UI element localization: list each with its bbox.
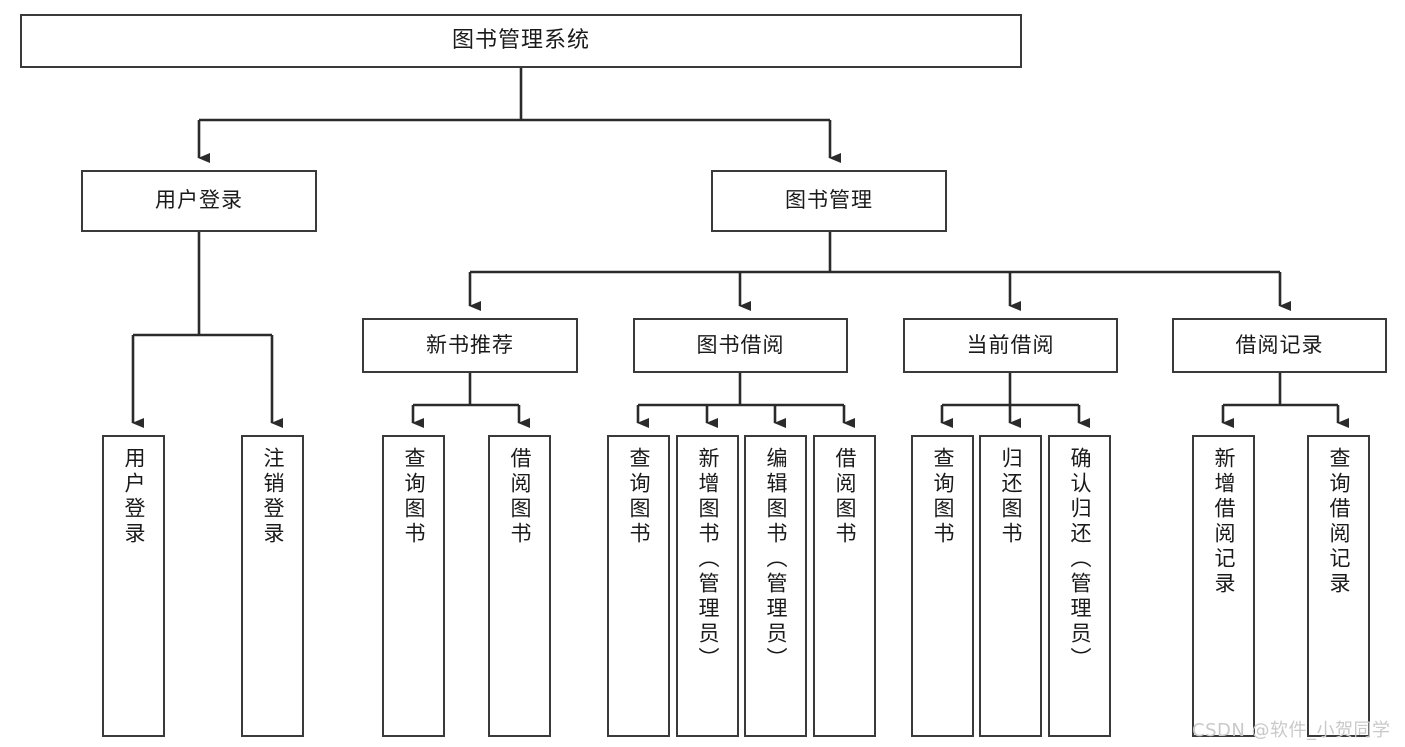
node-label: 新增图书（管理员）	[696, 447, 720, 672]
leaf-query-book-recommend[interactable]: 查询图书	[382, 435, 445, 737]
node-label: 借阅图书	[508, 447, 532, 547]
node-label: 编辑图书（管理员）	[764, 447, 788, 672]
leaf-return-book[interactable]: 归还图书	[979, 435, 1042, 737]
node-label: 用户登录	[122, 447, 146, 547]
node-label: 新增借阅记录	[1212, 447, 1236, 597]
node-label: 归还图书	[999, 447, 1023, 547]
leaf-add-borrow-record[interactable]: 新增借阅记录	[1192, 435, 1255, 737]
leaf-query-book-borrow[interactable]: 查询图书	[607, 435, 670, 737]
node-label: 查询图书	[402, 447, 426, 547]
node-label: 借阅图书	[833, 447, 857, 547]
leaf-user-login[interactable]: 用户登录	[102, 435, 165, 737]
watermark-text: CSDN @软件_小贺同学	[1192, 720, 1391, 741]
node-borrow-record[interactable]: 借阅记录	[1172, 318, 1387, 373]
node-label: 当前借阅	[966, 332, 1055, 357]
node-new-book-recommend[interactable]: 新书推荐	[362, 318, 578, 373]
leaf-confirm-return-admin[interactable]: 确认归还（管理员）	[1048, 435, 1111, 737]
node-label: 注销登录	[261, 447, 285, 547]
node-book-borrow[interactable]: 图书借阅	[633, 318, 848, 373]
node-label: 查询借阅记录	[1327, 447, 1351, 597]
node-label: 借阅记录	[1235, 332, 1324, 357]
leaf-logout[interactable]: 注销登录	[241, 435, 304, 737]
node-label: 查询图书	[627, 447, 651, 547]
node-label: 新书推荐	[426, 332, 514, 357]
node-label: 图书管理系统	[451, 27, 590, 53]
csdn-watermark: CSDN @软件_小贺同学	[1192, 716, 1391, 742]
leaf-query-book-current[interactable]: 查询图书	[911, 435, 974, 737]
node-label: 确认归还（管理员）	[1068, 447, 1092, 672]
leaf-borrow-book[interactable]: 借阅图书	[813, 435, 876, 737]
node-label: 图书管理	[785, 188, 873, 213]
node-user-login[interactable]: 用户登录	[81, 170, 317, 232]
leaf-add-book-admin[interactable]: 新增图书（管理员）	[676, 435, 739, 737]
node-current-borrow[interactable]: 当前借阅	[903, 318, 1118, 373]
node-label: 用户登录	[155, 188, 243, 213]
node-label: 查询图书	[931, 447, 955, 547]
node-label: 图书借阅	[696, 332, 785, 357]
leaf-borrow-book-recommend[interactable]: 借阅图书	[488, 435, 551, 737]
leaf-edit-book-admin[interactable]: 编辑图书（管理员）	[744, 435, 807, 737]
leaf-query-borrow-record[interactable]: 查询借阅记录	[1307, 435, 1370, 737]
node-book-management[interactable]: 图书管理	[711, 170, 947, 232]
node-root-system[interactable]: 图书管理系统	[20, 14, 1022, 68]
